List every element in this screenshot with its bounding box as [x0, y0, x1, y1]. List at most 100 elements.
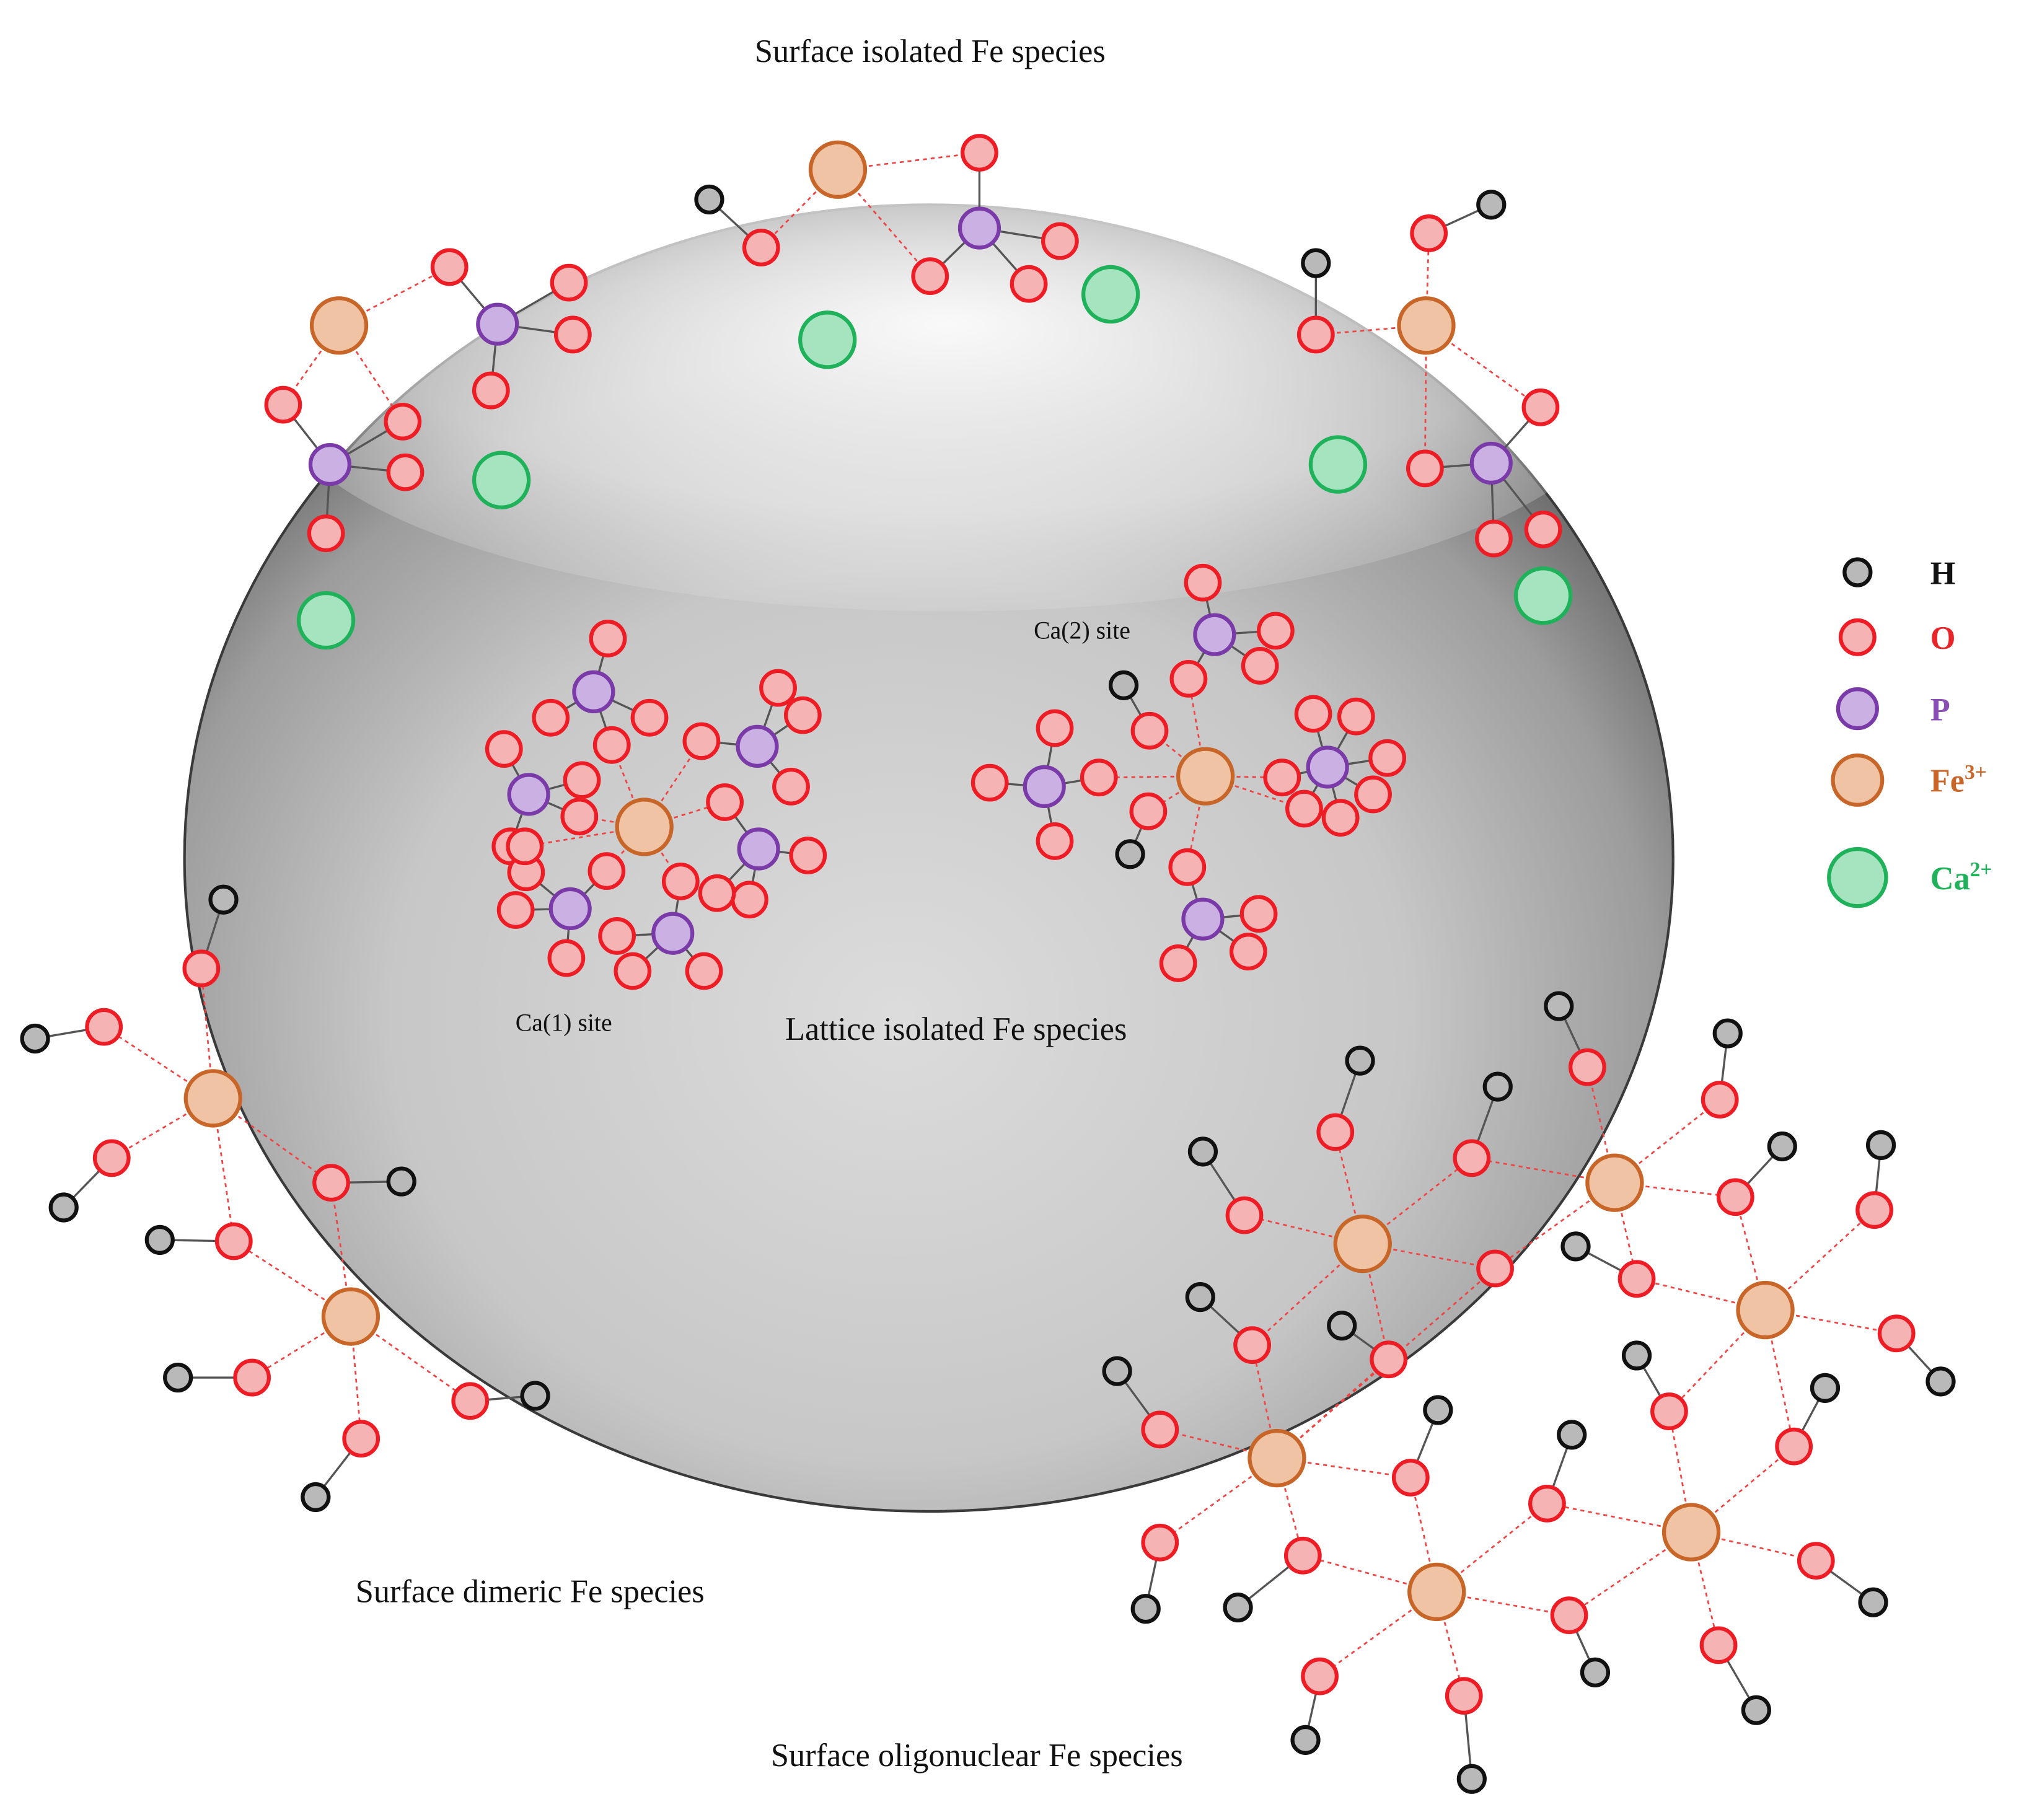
oxygen-atom	[307, 514, 345, 553]
oxygen-atom	[547, 939, 586, 977]
oxygen-atom	[563, 761, 601, 799]
oxygen-atom	[1445, 1677, 1483, 1715]
oxygen-atom	[1453, 1139, 1491, 1177]
iron-atom	[1176, 747, 1235, 806]
oxygen-atom	[588, 852, 626, 890]
oxygen-atom	[506, 827, 544, 866]
coordination-bond	[1614, 1099, 1721, 1184]
legend-p-swatch	[1836, 687, 1879, 731]
oxygen-atom	[264, 385, 302, 424]
oxygen-atom	[496, 891, 535, 929]
oxygen-atom	[1129, 792, 1168, 830]
oxygen-atom	[1855, 1191, 1894, 1229]
oxygen-atom	[970, 763, 1009, 802]
surface-oligonuclear-title: Surface oligonuclear Fe species	[771, 1738, 1183, 1774]
hydrogen-atom	[1810, 1373, 1841, 1403]
hydrogen-atom	[1621, 1340, 1652, 1371]
calcium-atom	[296, 591, 356, 650]
calcium-atom	[1513, 566, 1573, 625]
oxygen-atom	[630, 698, 669, 737]
hydrogen-atom	[48, 1192, 79, 1223]
oxygen-atom	[472, 371, 510, 410]
hydrogen-atom	[1102, 1356, 1132, 1386]
phosphorus-atom	[957, 206, 1001, 250]
oxygen-atom	[1797, 1542, 1835, 1580]
hydrogen-atom	[1456, 1764, 1487, 1794]
oxygen-atom	[312, 1164, 350, 1202]
calcium-atom	[472, 451, 531, 509]
hydrogen-atom	[20, 1023, 50, 1054]
coordination-bond	[338, 266, 450, 327]
oxygen-atom	[1159, 944, 1197, 982]
oxygen-atom	[1168, 848, 1207, 886]
coordination-bond	[1765, 1309, 1897, 1335]
hydrogen-atom	[1187, 1136, 1218, 1167]
phosphorus-atom	[736, 724, 779, 768]
oxygen-atom	[233, 1358, 271, 1397]
oxygen-atom	[1316, 1113, 1355, 1151]
oxygen-atom	[1550, 1596, 1588, 1635]
hydrogen-atom	[386, 1166, 416, 1197]
oxygen-atom	[1337, 697, 1375, 736]
hydrogen-atom	[1476, 190, 1507, 220]
oxygen-atom	[661, 862, 700, 900]
oxygen-atom	[1036, 709, 1074, 747]
lattice-isolated-title: Lattice isolated Fe species	[785, 1011, 1127, 1047]
phosphorus-atom	[737, 827, 780, 871]
oxygen-atom	[1239, 895, 1278, 933]
oxygen-atom	[1370, 1340, 1408, 1379]
hydrogen-atom	[1741, 1695, 1771, 1725]
phosphorus-atom	[1181, 897, 1225, 941]
particle-sphere	[183, 169, 1675, 1513]
oxygen-atom	[214, 1222, 253, 1260]
hydrogen-atom	[1185, 1282, 1215, 1312]
iron-atom	[183, 1069, 242, 1128]
oxygen-atom	[1256, 612, 1295, 650]
oxygen-atom	[1263, 758, 1301, 797]
oxygen-atom	[961, 134, 998, 172]
hydrogen-atom	[1301, 248, 1331, 278]
iron-atom	[1585, 1153, 1644, 1212]
hydrogen-atom	[1712, 1018, 1743, 1048]
oxygen-atom	[1354, 775, 1392, 814]
iron-atom	[321, 1287, 381, 1346]
oxygen-atom	[1410, 214, 1448, 252]
hydrogen-atom	[1223, 1592, 1253, 1623]
surface-dimeric-title: Surface dimeric Fe species	[356, 1574, 705, 1610]
oxygen-atom	[1524, 510, 1562, 548]
iron-atom	[1661, 1503, 1721, 1562]
oxygen-atom	[1617, 1260, 1656, 1298]
hydrogen-atom	[1557, 1420, 1587, 1450]
phosphorus-atom	[572, 670, 615, 713]
oxygen-atom	[386, 453, 425, 491]
oxygen-atom	[1528, 1485, 1566, 1523]
coordination-bond	[1668, 1411, 1692, 1532]
oxygen-atom	[485, 730, 523, 768]
oxygen-atom	[1296, 315, 1335, 354]
oxygen-atom	[1650, 1392, 1688, 1430]
oxygen-atom	[1294, 695, 1332, 733]
atom-layer	[20, 134, 1956, 1794]
hydrogen-atom	[694, 184, 724, 215]
oxygen-atom	[550, 263, 588, 302]
legend-ca-swatch	[1827, 846, 1888, 908]
oxygen-atom	[1391, 1459, 1430, 1497]
oxygen-atom	[772, 767, 810, 806]
phosphorus-atom	[308, 442, 351, 486]
calcium-atom	[798, 310, 857, 369]
phosphorus-atom	[1469, 441, 1513, 485]
oxygen-atom	[1225, 1196, 1264, 1234]
coordination-bond	[1437, 1591, 1570, 1617]
oxygen-atom	[731, 881, 768, 919]
oxygen-atom	[789, 837, 827, 874]
phosphorus-atom	[651, 912, 695, 955]
coordination-bond	[1636, 1278, 1766, 1311]
oxygen-atom	[1775, 1427, 1813, 1466]
oxygen-atom	[1568, 1048, 1606, 1086]
oxygen-atom	[1699, 1626, 1738, 1664]
hydrogen-atom	[1544, 991, 1574, 1021]
oxygen-atom	[706, 783, 744, 821]
oxygen-atom	[1285, 789, 1323, 828]
oxygen-atom	[698, 874, 736, 912]
